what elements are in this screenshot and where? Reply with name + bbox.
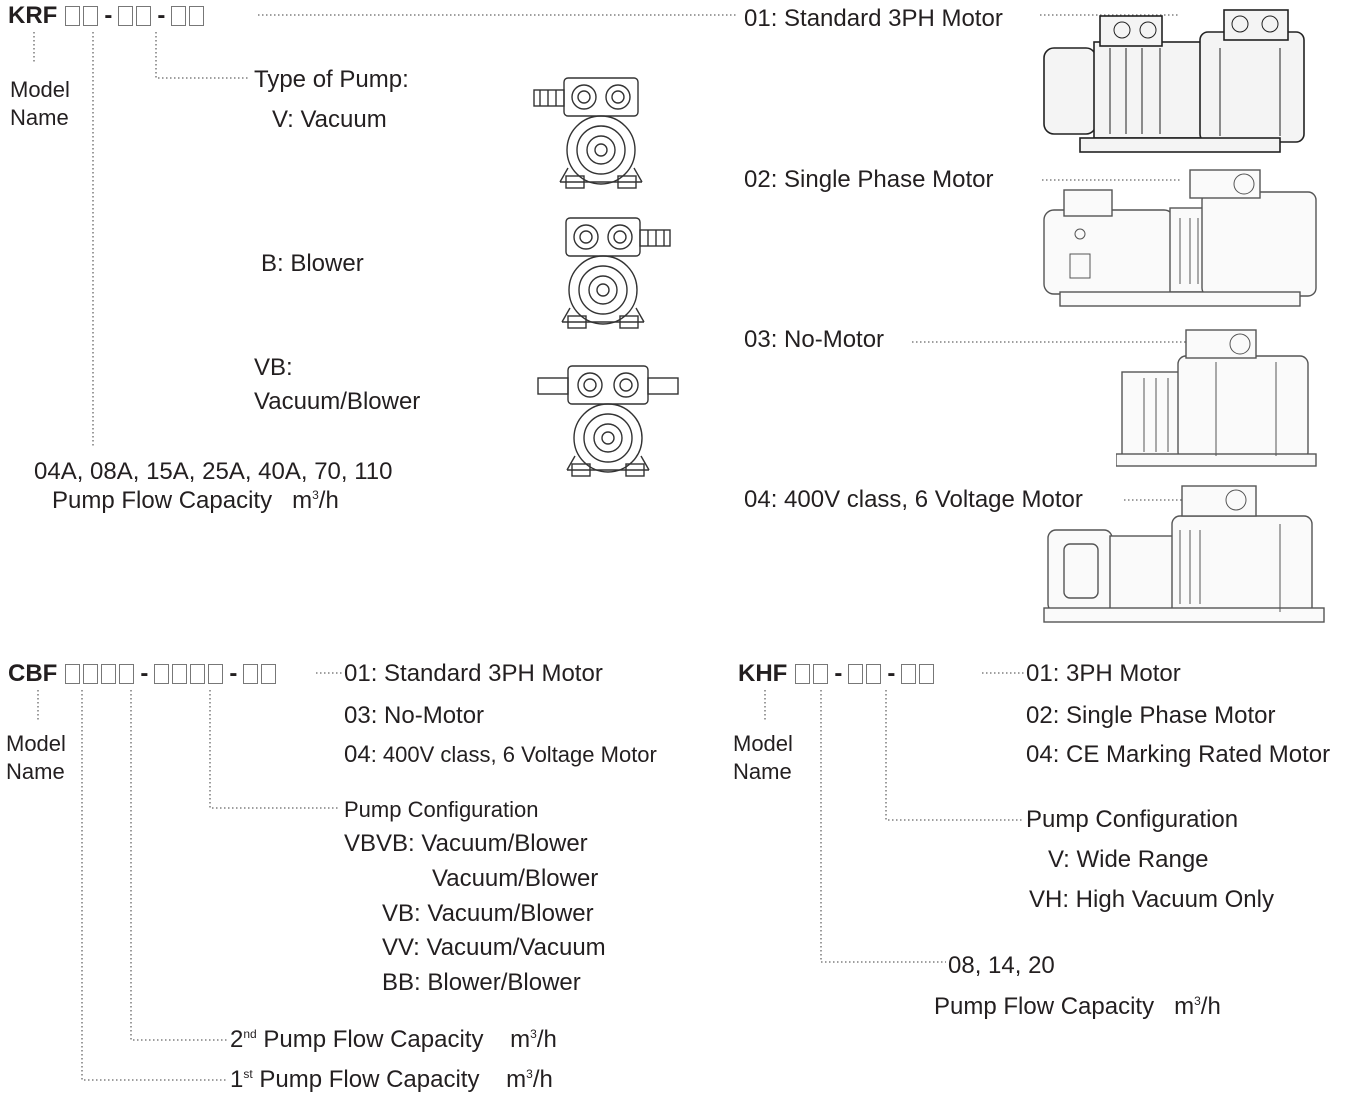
cbf-motor-04-code: 04 [344,741,371,768]
cbf-name-label: Name [6,759,65,784]
cbf-config-vb: VB: Vacuum/Blower [382,900,594,927]
khf-model-label: Model [733,731,793,756]
cbf-second-flow: 2nd Pump Flow Capacity m3/h [230,1026,557,1053]
vacuum-pump-front-drawing [533,77,643,189]
khf-config-heading: Pump Configuration [1026,806,1239,833]
cbf-config-vv: VV: Vacuum/Vacuum [382,934,606,961]
cbf-config-vbvb: VBVB: Vacuum/Blower [344,830,588,857]
no-motor-pump-drawing [1116,329,1317,467]
khf-capacity-line: Pump Flow Capacity m3/h [934,993,1221,1021]
khf-config-vh: VH: High Vacuum Only [1029,886,1274,913]
krf-motor-01: 01: Standard 3PH Motor [744,5,1003,32]
krf-type-v: V: Vacuum [272,106,387,133]
khf-config-v: V: Wide Range [1048,846,1209,873]
vacuum-blower-pump-front-drawing [537,365,679,477]
cbf-first-unit: m3/h [506,1066,553,1093]
krf-motor-02: 02: Single Phase Motor [744,166,994,193]
cbf-config-bb: BB: Blower/Blower [382,969,581,996]
khf-prefix: KHF [738,660,788,687]
krf-motor-03: 03: No-Motor [744,326,885,353]
krf-type-vb-code: VB: [254,354,293,381]
standard-3ph-motor-drawing [1043,9,1305,153]
khf-name-label: Name [733,759,792,784]
cbf-first-flow: 1st Pump Flow Capacity m3/h [230,1066,553,1093]
cbf-prefix: CBF [8,660,58,687]
khf-motor-01: 01: 3PH Motor [1026,660,1181,687]
krf-name-label: Name [10,105,69,130]
krf-capacity-line: Pump Flow Capacity m3/h [52,487,339,515]
krf-capacity-label: Pump Flow Capacity [52,487,273,514]
khf-motor-02: 02: Single Phase Motor [1026,702,1276,729]
khf-unit: m3/h [1174,993,1221,1020]
cbf-motor-04: 04: 400V class, 6 Voltage Motor [344,741,657,769]
400v-6-voltage-motor-drawing [1043,485,1325,623]
krf-model-label: Model [10,77,70,102]
khf-capacities: 08, 14, 20 [948,952,1055,979]
krf-type-vb-desc: Vacuum/Blower [254,388,421,415]
khf-model-code: KHF - - [738,660,937,688]
krf-model-code: KRF - - [8,2,207,30]
krf-capacities: 04A, 08A, 15A, 25A, 40A, 70, 110 [34,458,393,485]
cbf-model-label: Model [6,731,66,756]
krf-motor-04: 04: 400V class, 6 Voltage Motor [744,486,1083,513]
blower-pump-front-drawing [561,217,671,329]
cbf-model-code: CBF - - [8,660,279,688]
cbf-config-heading: Pump Configuration [344,797,539,822]
cbf-config-vbvb-2: Vacuum/Blower [432,865,599,892]
cbf-second-unit: m3/h [510,1026,557,1053]
khf-capacity-label: Pump Flow Capacity [934,993,1155,1020]
cbf-motor-01: 01: Standard 3PH Motor [344,660,603,687]
krf-type-heading: Type of Pump: [254,66,409,93]
krf-type-b: B: Blower [261,250,364,277]
khf-motor-04: 04: CE Marking Rated Motor [1026,741,1331,768]
cbf-motor-04-text: : 400V class, 6 Voltage Motor [370,742,657,767]
krf-prefix: KRF [8,2,58,29]
single-phase-motor-drawing [1043,169,1317,307]
cbf-motor-03: 03: No-Motor [344,702,485,729]
krf-unit: m3/h [292,487,339,514]
